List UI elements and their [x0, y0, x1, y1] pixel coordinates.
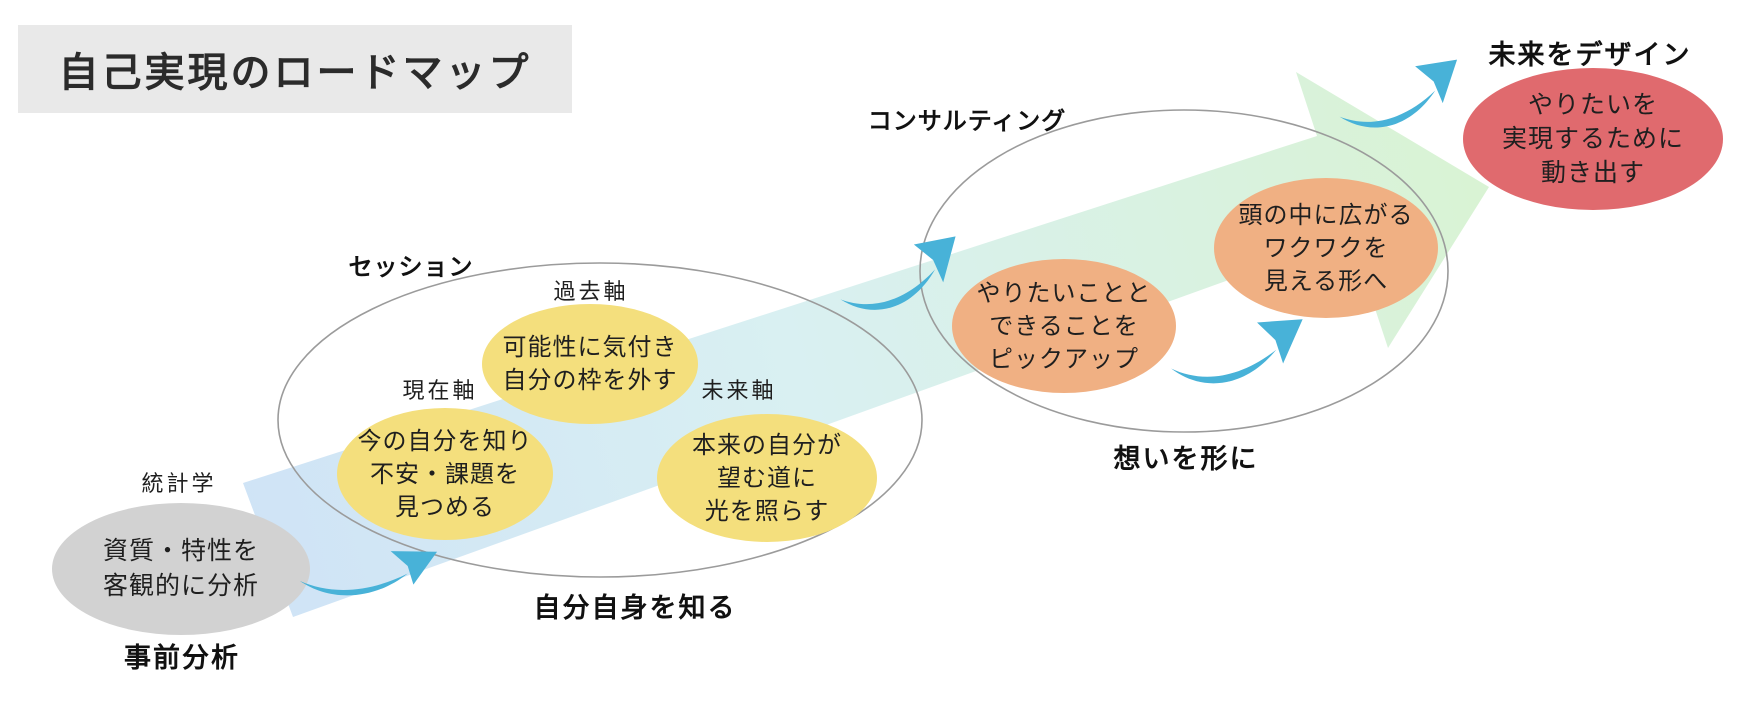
- bubble-line: 見える形へ: [1263, 267, 1389, 295]
- bubble-line: 動き出す: [1540, 159, 1645, 187]
- bubble-line: 見つめる: [395, 493, 495, 521]
- consulting-caption: 想いを形に: [1113, 444, 1259, 474]
- bubble-line: ピックアップ: [989, 345, 1139, 373]
- pre-analysis-caption: 事前分析: [124, 643, 240, 673]
- bubble-line: 光を照らす: [704, 497, 830, 525]
- session-caption: 自分自身を知る: [533, 593, 737, 623]
- bubble-line: やりたいことと: [976, 279, 1152, 307]
- past-axis-label: 過去軸: [553, 279, 629, 304]
- bubble-line: できることを: [989, 312, 1139, 340]
- future-axis-label: 未来軸: [701, 378, 777, 403]
- visualize-bubble: 頭の中に広がる ワクワクを 見える形へ: [1214, 178, 1438, 318]
- current-axis-label: 現在軸: [402, 378, 478, 403]
- current-axis-bubble: 今の自分を知り 不安・課題を 見つめる: [337, 408, 553, 540]
- bubble-line: 望む道に: [717, 464, 817, 492]
- design-future-title: 未来をデザイン: [1488, 40, 1692, 70]
- bubble-line: 自分の枠を外す: [502, 367, 678, 394]
- bubble-line: 資質・特性を: [102, 537, 259, 565]
- session-group-outline: [277, 262, 923, 578]
- bubble-line: 客観的に分析: [102, 572, 259, 600]
- bubble-line: 可能性に気付き: [502, 334, 678, 361]
- flow-arrow-icon: [1163, 304, 1309, 396]
- past-axis-bubble: 可能性に気付き 自分の枠を外す: [482, 304, 698, 424]
- future-axis-bubble: 本来の自分が 望む道に 光を照らす: [657, 414, 877, 542]
- bubble-line: 今の自分を知り: [357, 427, 533, 455]
- bubble-line: 頭の中に広がる: [1238, 201, 1414, 229]
- bubble-line: やりたいを: [1527, 91, 1658, 119]
- statistics-label: 統計学: [141, 471, 217, 496]
- pickup-bubble: やりたいことと できることを ピックアップ: [952, 259, 1176, 393]
- pre-analysis-bubble: 資質・特性を 客観的に分析: [52, 503, 310, 635]
- consulting-group-title: コンサルティング: [867, 108, 1067, 135]
- session-group-title: セッション: [348, 254, 474, 281]
- goal-bubble: やりたいを 実現するために 動き出す: [1463, 68, 1723, 210]
- bubble-line: 不安・課題を: [370, 460, 520, 488]
- diagram-title-box: 自己実現のロードマップ: [18, 25, 572, 113]
- consulting-group-outline: [919, 109, 1449, 433]
- progress-band-arrow: [243, 72, 1489, 617]
- bubble-line: 実現するために: [1501, 125, 1684, 153]
- bubble-line: 本来の自分が: [692, 431, 842, 459]
- diagram-title: 自己実現のロードマップ: [58, 51, 532, 95]
- flow-arrow-icon: [296, 540, 438, 602]
- bubble-line: ワクワクを: [1263, 234, 1389, 262]
